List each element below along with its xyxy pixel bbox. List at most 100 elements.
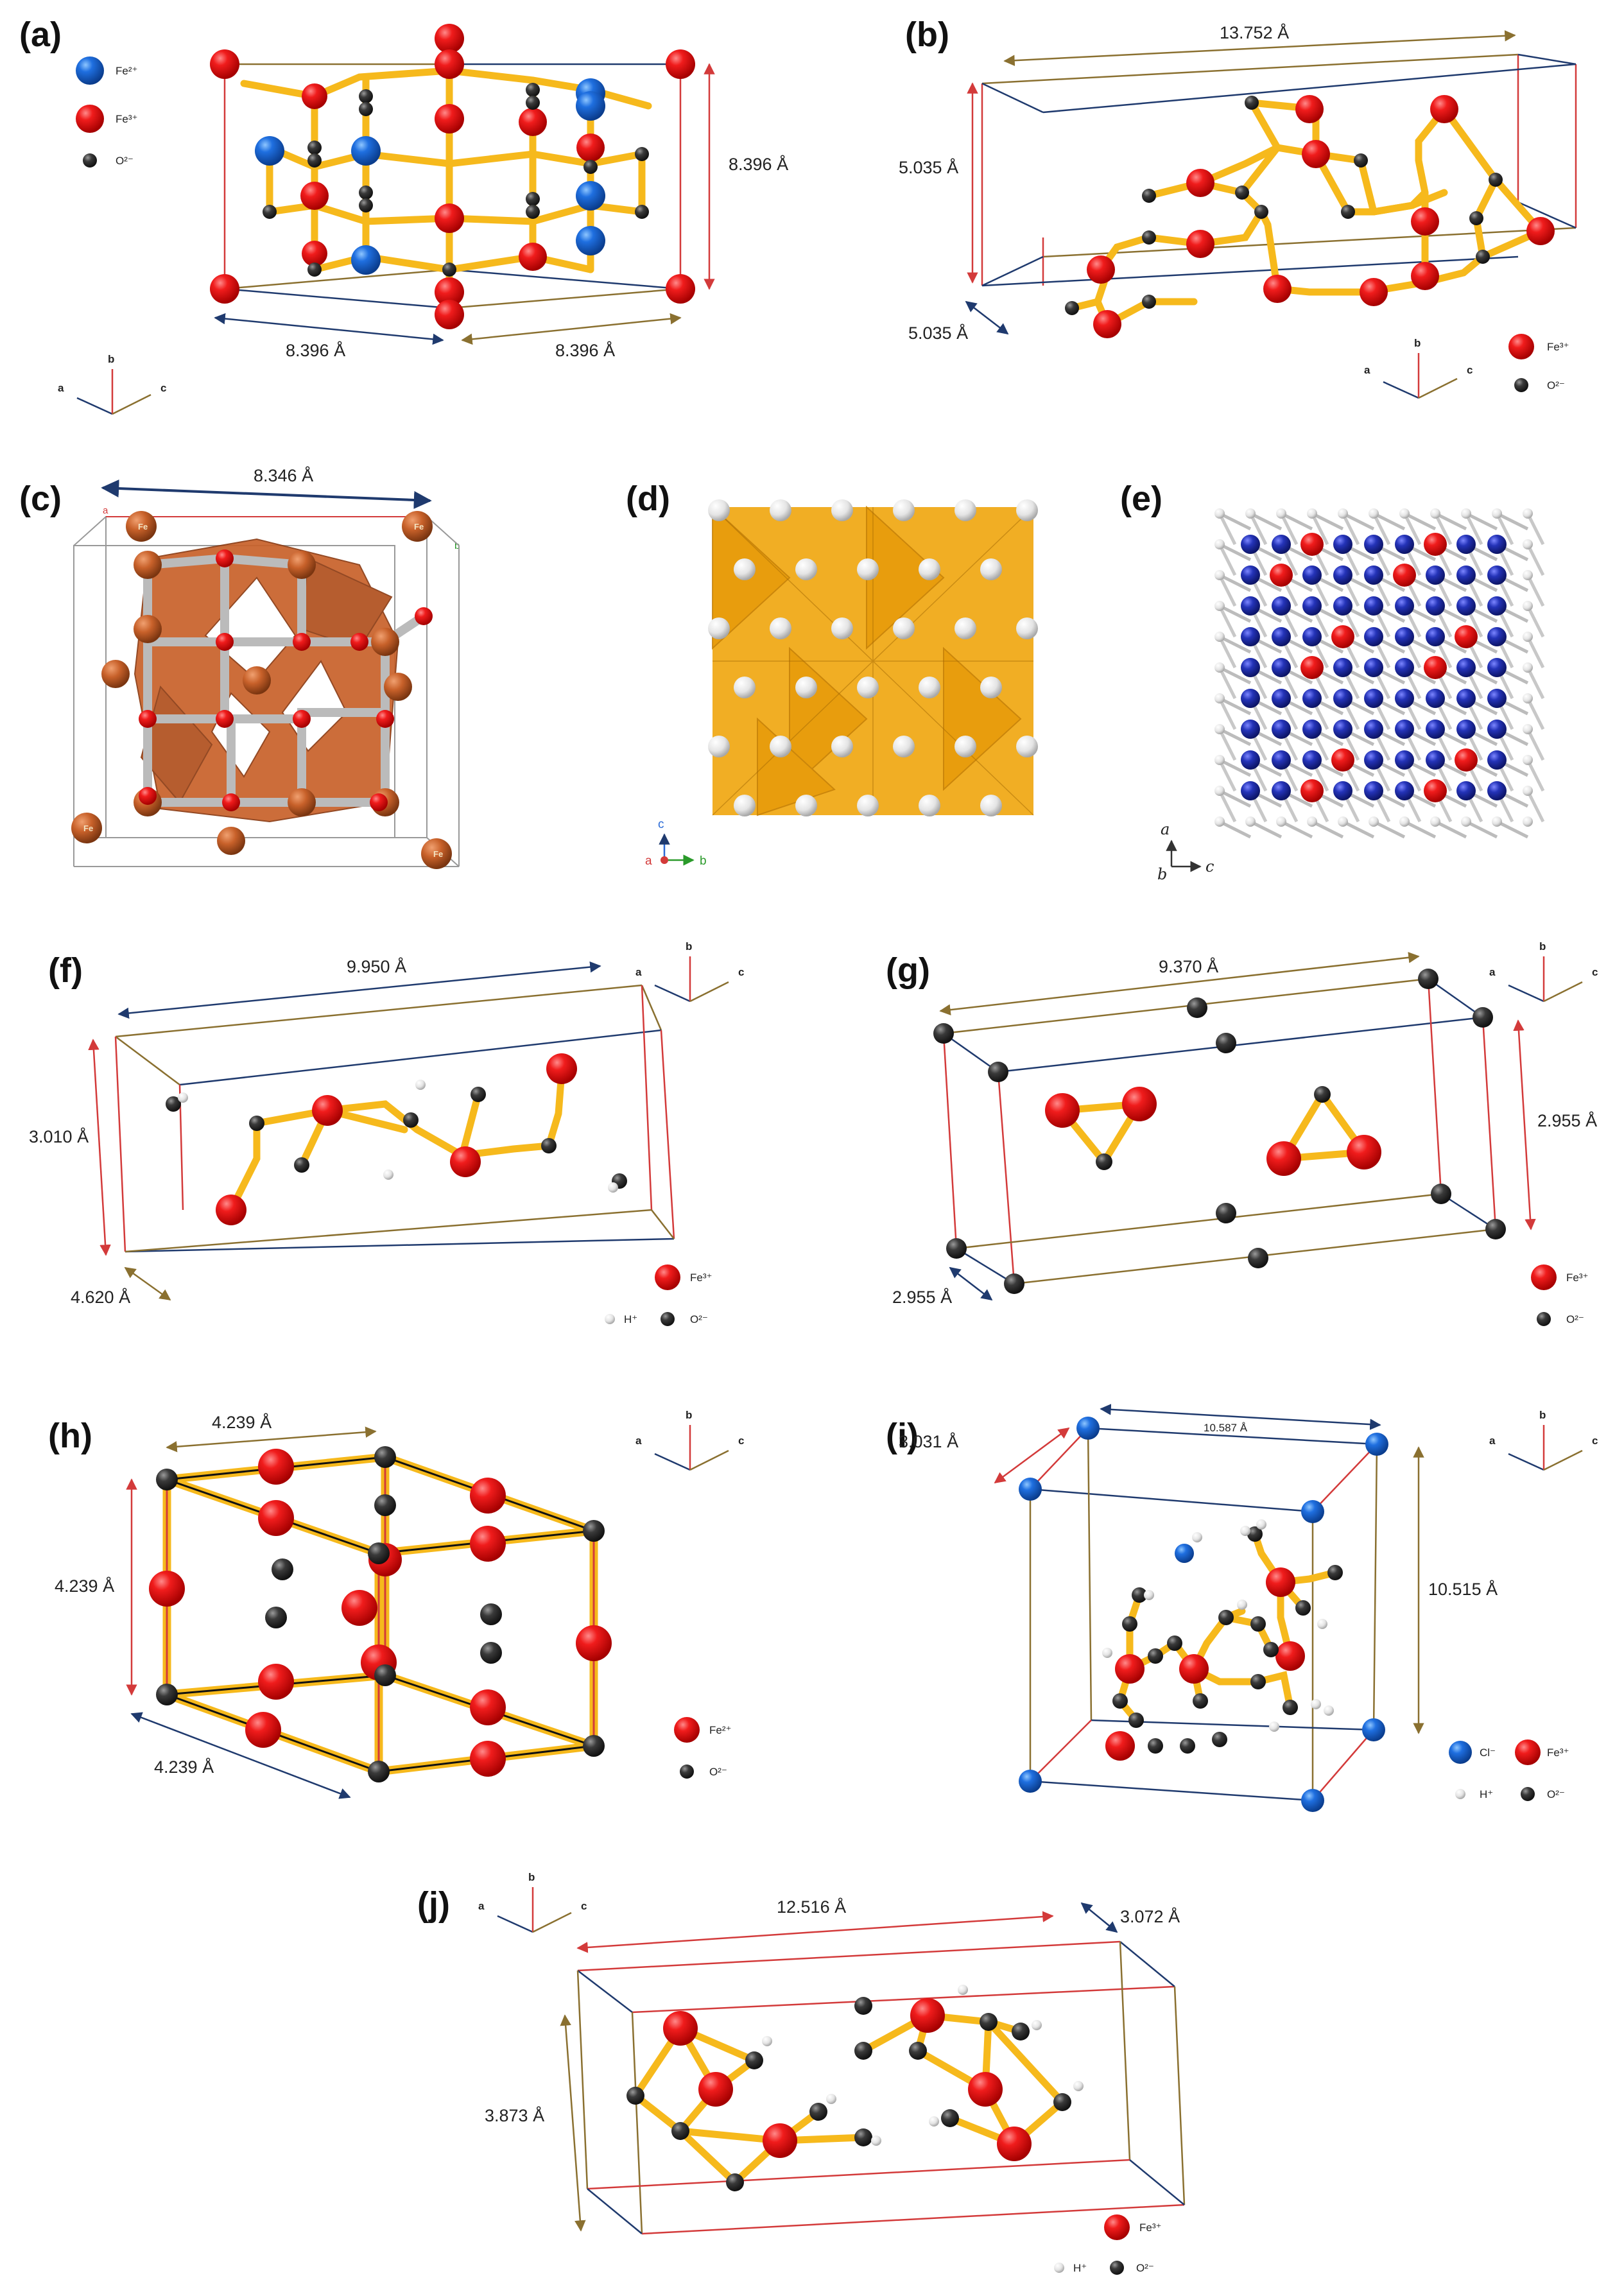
legend-a-fe2: Fe²⁺ <box>116 65 137 77</box>
axis-f-a: a <box>635 966 642 978</box>
axis-g-c: c <box>1592 966 1598 978</box>
blue-atom <box>1302 750 1322 770</box>
legend-a-o: O²⁻ <box>116 155 134 167</box>
panel-label-h: (h) <box>48 1417 92 1455</box>
legend-g-o: O²⁻ <box>1566 1313 1584 1325</box>
oxygen-atom <box>955 736 976 757</box>
lattice-bond <box>1218 727 1252 746</box>
atoms-f <box>166 1053 627 1225</box>
lattice-bond <box>1218 697 1237 730</box>
blue-atom <box>1487 720 1507 739</box>
unit-cell-g <box>942 978 1497 1285</box>
lattice-bond <box>1372 512 1391 546</box>
lattice-bond <box>1248 512 1268 546</box>
lattice-bond <box>1526 759 1545 792</box>
axis-h-c: c <box>738 1435 744 1447</box>
blue-atom <box>1333 596 1352 616</box>
oxygen-atom <box>734 558 756 580</box>
legend-g: Fe³⁺ O²⁻ <box>1531 1264 1588 1326</box>
blue-atom <box>1364 658 1383 677</box>
oxygen-atom <box>831 617 853 639</box>
dim-j-height: 3.873 Å <box>485 2105 544 2125</box>
terminal-atom <box>1492 508 1502 519</box>
lattice-bond <box>1249 512 1283 531</box>
lattice-bond <box>1464 512 1483 546</box>
lattice-bond <box>1218 635 1237 669</box>
bonds-i <box>1116 1530 1339 1724</box>
oxygen-atom <box>857 558 879 580</box>
oxygen-atom <box>893 499 915 521</box>
terminal-atom <box>1430 816 1440 827</box>
terminal-atom <box>1523 508 1533 519</box>
lattice-bond <box>1434 820 1467 839</box>
blue-atom <box>1426 720 1445 739</box>
panel-label-f: (f) <box>48 951 83 990</box>
lattice-bond <box>1218 728 1237 761</box>
lattice-bond <box>1218 512 1252 531</box>
panel-label-i: (i) <box>886 1417 919 1455</box>
axis-g-a: a <box>1489 966 1496 978</box>
lattice-bond <box>1310 512 1329 546</box>
blue-atom <box>1487 750 1507 770</box>
atoms-i <box>1019 1417 1388 1812</box>
lattice-bond <box>1218 696 1252 716</box>
axis-e-c: c <box>1205 858 1214 876</box>
red-atom <box>1331 625 1354 648</box>
axis-g-b: b <box>1539 940 1546 953</box>
terminal-atom <box>1338 816 1348 827</box>
legend-j-fe3: Fe³⁺ <box>1139 2222 1161 2234</box>
terminal-atom <box>1338 508 1348 519</box>
bonds-g <box>1055 1088 1371 1168</box>
axis-b-a: a <box>1364 364 1370 376</box>
axes-f: a b c <box>635 940 744 1003</box>
blue-atom <box>1487 781 1507 800</box>
legend-i: Cl⁻ Fe³⁺ H⁺ O²⁻ <box>1449 1739 1569 1801</box>
lattice-bond <box>1218 512 1237 546</box>
blue-atom <box>1272 781 1291 800</box>
oxygen-atom <box>770 499 791 521</box>
axis-a-b: b <box>108 353 114 365</box>
legend-h-o: O²⁻ <box>709 1766 727 1778</box>
terminal-atom <box>1399 508 1410 519</box>
corner-label-c-b: b <box>454 540 460 551</box>
dim-i-depth: 3.031 Å <box>899 1431 958 1451</box>
blue-atom <box>1364 565 1383 585</box>
blue-atom <box>1395 627 1414 646</box>
panel-h: (h) <box>48 1409 744 1799</box>
lattice-bond <box>1526 635 1545 669</box>
legend-j-o: O²⁻ <box>1136 2262 1154 2274</box>
blue-atom <box>1333 689 1352 708</box>
lattice-bond <box>1496 512 1529 531</box>
blue-atom <box>1241 596 1260 616</box>
axes-h: a b c <box>635 1409 744 1471</box>
blue-atom <box>1333 781 1352 800</box>
terminal-atom <box>1245 816 1256 827</box>
lattice-bond <box>1311 512 1344 531</box>
axes-g: a b c <box>1489 940 1598 1003</box>
oxygen-atom <box>795 558 817 580</box>
terminal-atom <box>1214 570 1225 580</box>
oxygen-atom <box>770 617 791 639</box>
unit-cell-j <box>576 1940 1186 2235</box>
oxygen-atom <box>955 499 976 521</box>
blue-atom <box>1302 689 1322 708</box>
axis-i-c: c <box>1592 1435 1598 1447</box>
lattice-bond <box>1372 512 1406 531</box>
lattice-bond <box>1218 543 1237 576</box>
panel-f: (f) <box>29 940 744 1326</box>
terminal-atom <box>1369 508 1379 519</box>
blue-atom <box>1487 658 1507 677</box>
lattice-bond <box>1218 666 1237 700</box>
dim-g-length: 9.370 Å <box>1159 956 1218 976</box>
terminal-atom <box>1523 693 1533 703</box>
axis-i-b: b <box>1539 1409 1546 1421</box>
lattice-bond <box>1218 605 1237 638</box>
fe-label-c-3: Fe <box>83 824 93 833</box>
dims-h: 4.239 Å 4.239 Å 4.239 Å <box>55 1412 377 1799</box>
blue-atom <box>1364 720 1383 739</box>
terminal-atom <box>1523 724 1533 734</box>
blue-atom <box>1364 781 1383 800</box>
blue-atom <box>1426 750 1445 770</box>
blue-atom <box>1487 596 1507 616</box>
